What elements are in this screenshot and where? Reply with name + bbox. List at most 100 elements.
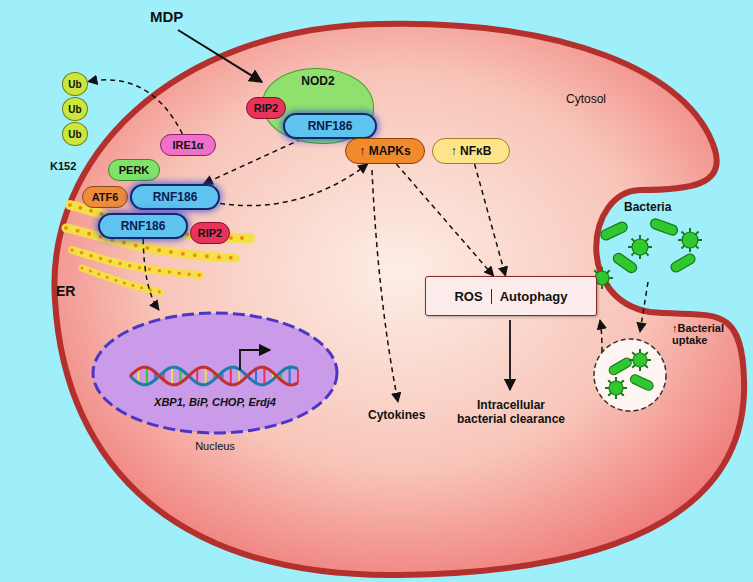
cell-membrane [54,24,744,575]
protein-name: RNF186 [153,190,198,204]
spike [645,352,648,355]
spike [682,246,685,249]
spike [632,253,635,256]
spike [605,387,609,389]
signal-arrow [88,80,182,134]
spike [648,246,652,248]
spike [609,277,613,279]
compartment-label: Cytosol [566,92,606,106]
signal-arrow [143,239,159,310]
spike [639,349,641,353]
nucleus-illustration [90,310,340,436]
dna-rung [146,367,148,385]
protein-name: ↑ NFκB [451,144,492,158]
spike [594,270,597,273]
phagosome-arrow [600,320,602,352]
signal-pill: ↑ NFκB [432,138,510,164]
clearance-arrow [509,320,511,390]
protein-pill: RNF186 [98,213,188,239]
spike [607,270,610,273]
organism-label: Bacteria [624,200,671,214]
signal-arrow [396,164,493,276]
spike [601,285,603,289]
transcription-arrow [240,350,270,370]
dna-rung [171,367,173,385]
nucleus: XBP1, BiP, CHOP, Erdj4Nucleus [90,310,340,460]
protein-pill: RNF186 [283,113,377,139]
endoplasmic-reticulum [66,205,250,292]
protein-pill: RNF186 [130,184,220,210]
spike [632,352,635,355]
protein-name: IRE1α [172,139,203,151]
nuclear-envelope [93,313,337,433]
mdp-arrow [178,30,262,82]
dna-rung [230,367,232,385]
protein-name: ↑ MAPKs [359,144,410,158]
spike [689,228,691,232]
spike [601,267,603,271]
dna-rung [205,367,207,384]
protein-name: RIP2 [198,227,222,239]
spike [639,367,641,371]
spike [632,239,635,242]
spike [678,239,682,241]
spike [629,359,633,361]
process-box: ROSAutophagy [425,276,597,316]
spike [608,380,611,383]
organelle-label: ER [56,283,75,299]
spike [696,246,699,249]
spike [645,365,648,368]
protein-name: Ub [68,79,81,90]
gene-list: XBP1, BiP, CHOP, Erdj4 [90,396,340,408]
protein-name: PERK [119,164,150,176]
protein-pill: PERK [108,159,160,181]
dna-rung [297,369,299,383]
bacteria-spikes [591,228,702,399]
bacteria [595,218,698,395]
cytokine-arrow [372,170,398,402]
signal-arrow [203,139,301,184]
protein-pill: RIP2 [246,97,286,119]
spike [696,232,699,235]
residue-label: K152 [50,160,76,172]
ubiquitin-circle: Ub [62,122,88,146]
spike [628,246,632,248]
spike [639,235,641,239]
ligand-label: MDP [150,8,183,25]
spike [689,248,691,252]
phagosome [594,339,666,411]
signal-pill: ↑ MAPKs [345,138,425,164]
output-label: Cytokines [368,408,425,422]
spike [621,380,624,383]
protein-name: Ub [68,104,81,115]
spike [646,239,649,242]
protein-pill: RIP2 [190,222,230,244]
spike [698,239,702,241]
ubiquitin-circle: Ub [62,72,88,96]
uptake-arrow [640,282,648,332]
signal-arrow [220,164,368,206]
spike [607,283,610,286]
spike [623,387,627,389]
spike [639,255,641,259]
protein-name: RNF186 [121,219,166,233]
process-label: ↑Bacterial uptake [672,322,736,346]
dna-rung [263,367,265,384]
protein-pill: IRE1α [160,134,216,156]
dna-rung [289,367,291,385]
protein-name: RIP2 [254,102,278,114]
process-label: Autophagy [491,289,576,304]
spike [621,393,624,396]
dna-strand [130,367,298,385]
output-label: Intracellular bacterial clearance [455,398,567,426]
protein-pill: ATF6 [82,186,128,208]
spike [615,395,617,399]
spike [615,377,617,381]
protein-name: ATF6 [92,191,119,203]
spike [608,393,611,396]
spike [646,253,649,256]
spike [647,359,651,361]
spike [632,365,635,368]
